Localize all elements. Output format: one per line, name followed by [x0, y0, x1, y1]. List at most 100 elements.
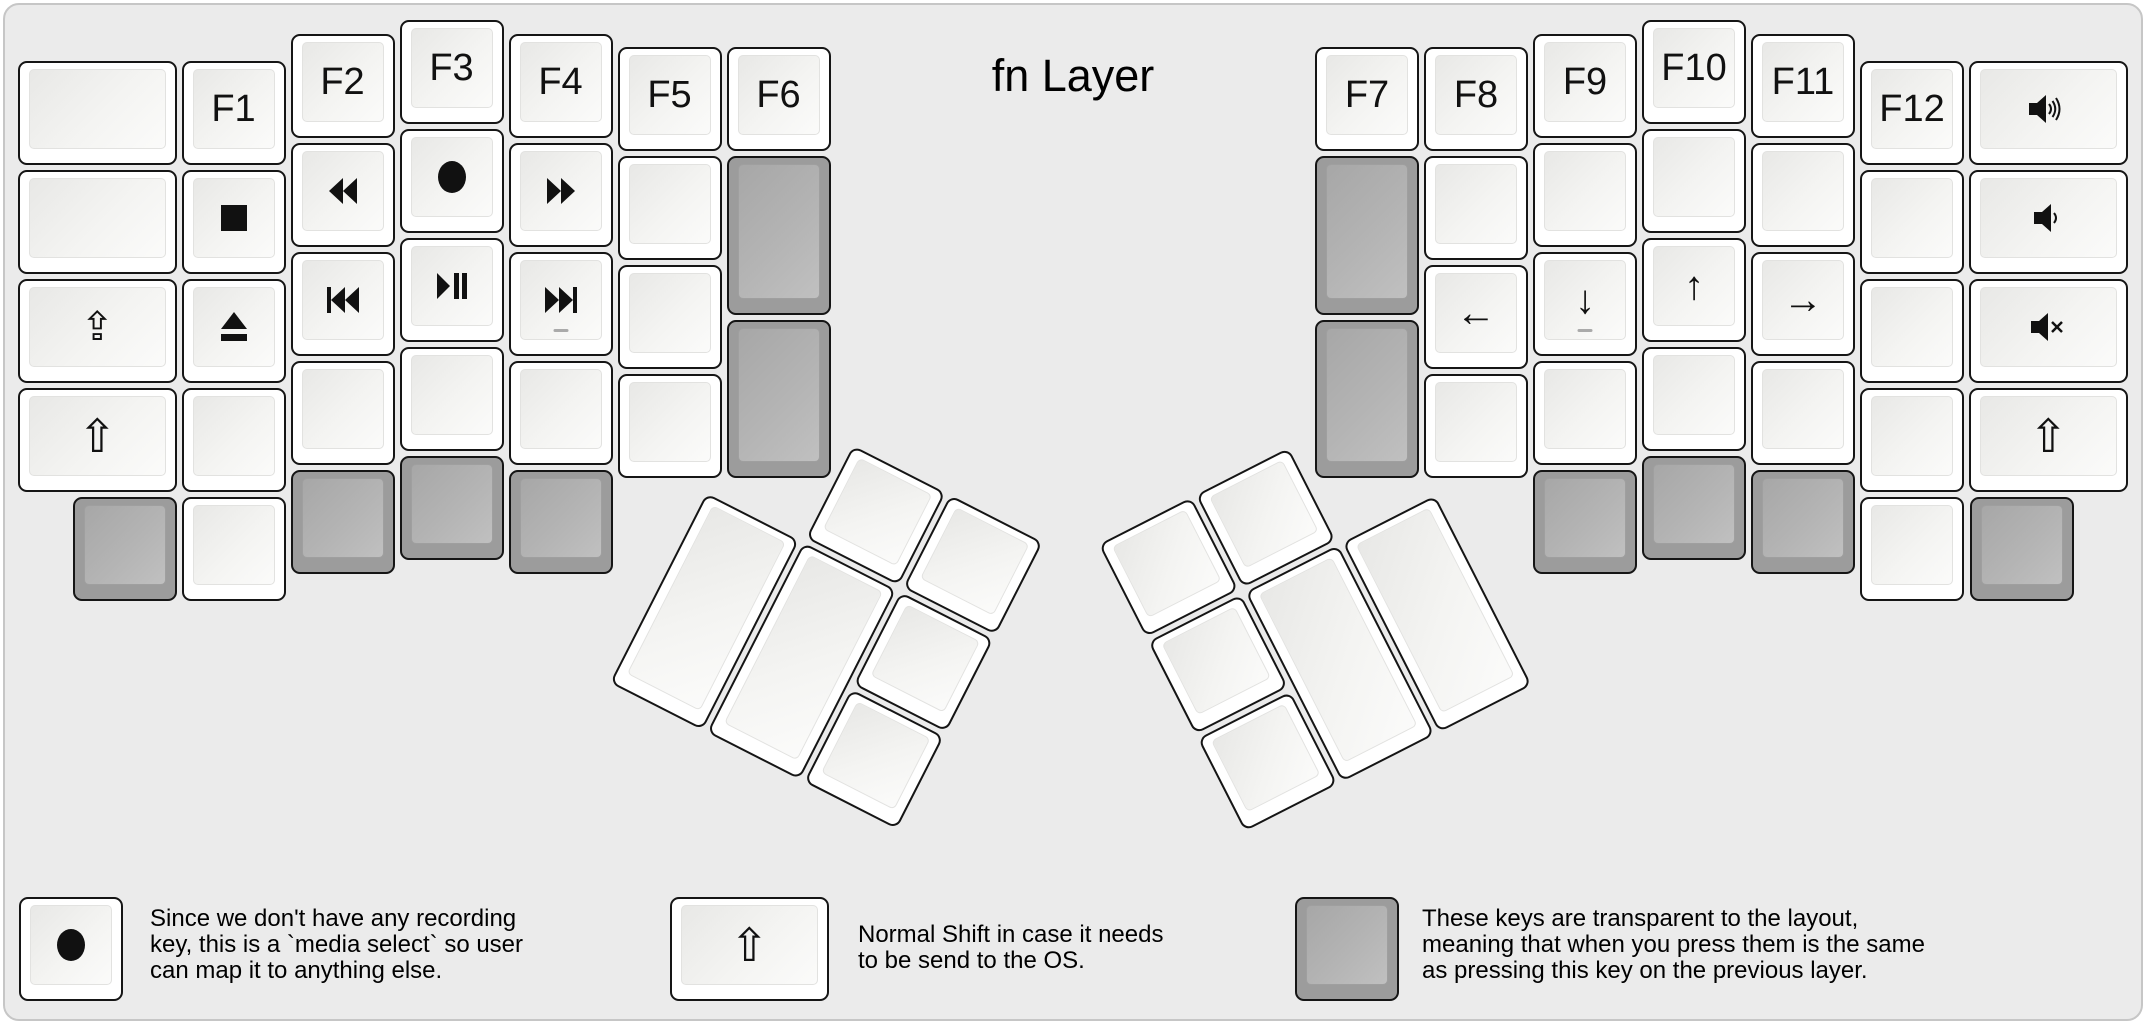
key-f5: F5 [617, 47, 722, 152]
key-label: F7 [1344, 74, 1390, 117]
record-icon [437, 160, 467, 194]
key-blank [617, 156, 722, 261]
key-blank [181, 388, 286, 492]
key-label: ⇧ [2028, 410, 2068, 462]
keytop [1435, 382, 1517, 463]
key-label: ↑ [1684, 264, 1704, 308]
key-record [399, 129, 504, 233]
key-volume-up [1969, 61, 2128, 165]
keytop [519, 259, 602, 340]
eject-icon [219, 312, 249, 342]
key-label: ⇪ [80, 305, 114, 349]
keytop [628, 164, 711, 245]
key-label: F10 [1661, 47, 1727, 89]
key-caps-lock: ⇪ [18, 279, 177, 383]
key-blank [181, 497, 286, 601]
legend-text-transparent: These keys are transparent to the layout… [1422, 905, 1925, 984]
key-transparent [1969, 497, 2074, 601]
keytop: F4 [519, 41, 602, 122]
key-blank [1533, 360, 1637, 465]
key-blank [399, 347, 504, 451]
keytop: ⇧ [1980, 396, 2117, 476]
keytop: F7 [1326, 55, 1408, 136]
key-fast-forward [508, 142, 613, 247]
key-label: → [1783, 277, 1823, 322]
key-blank [1424, 156, 1528, 261]
key-arrow-up: ↑ [1642, 238, 1746, 342]
keytop [1871, 396, 1953, 476]
keytop [920, 507, 1030, 616]
keytop: F12 [1871, 69, 1953, 149]
keytop [301, 368, 384, 449]
key-blank [290, 360, 395, 465]
stop-icon [220, 205, 247, 231]
key-transparent [1533, 469, 1637, 574]
key-transparent [399, 456, 504, 560]
keytop [301, 259, 384, 340]
keytop: F9 [1544, 41, 1626, 122]
key-f4: F4 [508, 33, 613, 138]
key-label: F4 [538, 60, 583, 103]
record-icon [56, 928, 86, 962]
key-blank [1751, 142, 1855, 247]
key-label: F1 [211, 88, 256, 130]
keytop [410, 464, 493, 544]
keytop [1326, 327, 1408, 463]
keytop [1435, 164, 1517, 245]
key-blank [1424, 374, 1528, 479]
keytop [870, 604, 980, 713]
keytop: F5 [628, 55, 711, 136]
key-transparent [1751, 469, 1855, 574]
keytop: ↑ [1653, 246, 1735, 326]
key-label: ← [1456, 291, 1496, 336]
voldown-icon [2034, 204, 2062, 232]
key-prev-track [290, 251, 395, 356]
keytop [1653, 355, 1735, 435]
legend-key-shift: ⇧ [670, 897, 829, 1001]
legend-text-media-select: Since we don't have any recording key, t… [150, 905, 524, 984]
keytop: F11 [1762, 41, 1844, 122]
keytop [1653, 464, 1735, 544]
key-shift-left: ⇧ [18, 388, 177, 492]
keytop [1980, 178, 2117, 258]
keytop [1161, 606, 1271, 715]
key-transparent [290, 469, 395, 574]
keytop [1871, 287, 1953, 367]
key-mute [1969, 279, 2128, 383]
keytop [1326, 164, 1408, 299]
key-blank [1860, 388, 1964, 492]
keytop [1762, 150, 1844, 231]
keytop [822, 457, 933, 567]
key-arrow-left: ← [1424, 265, 1528, 370]
keytop [1544, 477, 1626, 558]
key-label: F6 [756, 74, 801, 117]
keytop [30, 905, 112, 985]
keytop [1980, 287, 2117, 367]
key-rewind [290, 142, 395, 247]
rewind-icon [328, 177, 357, 204]
keytop: → [1762, 259, 1844, 340]
keytop [192, 505, 275, 585]
playpause-icon [436, 273, 467, 299]
keytop [1762, 368, 1844, 449]
key-label: ↓ [1575, 277, 1595, 322]
key-transparent [1315, 319, 1419, 479]
keytop [1211, 703, 1321, 813]
keytop: F8 [1435, 55, 1517, 136]
homing-dash [553, 328, 568, 332]
key-transparent [508, 469, 613, 574]
keytop: ⇧ [681, 905, 818, 985]
keytop [192, 178, 275, 258]
keytop [1762, 477, 1844, 558]
key-label: F11 [1771, 60, 1835, 103]
key-f9: F9 [1533, 33, 1637, 138]
key-f11: F11 [1751, 33, 1855, 138]
key-f6: F6 [726, 47, 831, 152]
keytop [1980, 69, 2117, 149]
key-blank [1533, 142, 1637, 247]
keytop: ⇪ [29, 287, 166, 367]
keytop [1653, 137, 1735, 217]
keytop: ↓ [1544, 259, 1626, 340]
prev-icon [326, 286, 359, 313]
